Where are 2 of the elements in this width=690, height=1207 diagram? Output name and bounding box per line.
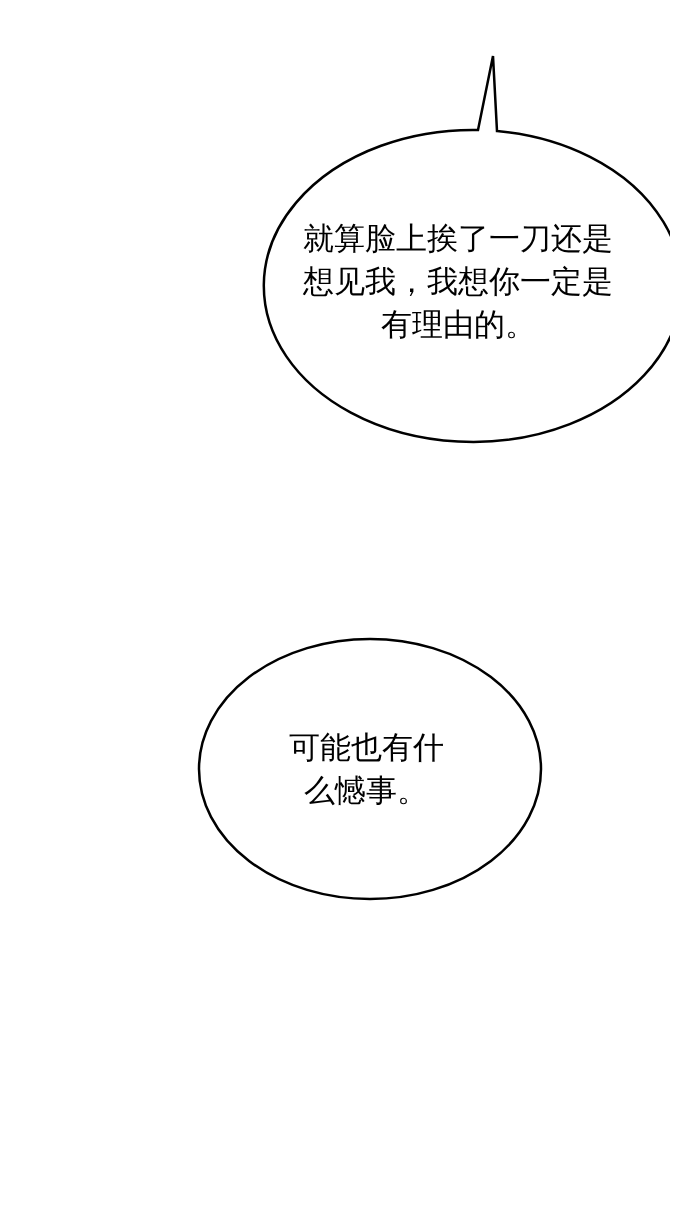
dialogue-text: 可能也有什么憾事。: [287, 728, 445, 810]
dialogue-text: 就算脸上挨了一刀还是想见我，我想你一定是有理由的。: [302, 219, 614, 344]
